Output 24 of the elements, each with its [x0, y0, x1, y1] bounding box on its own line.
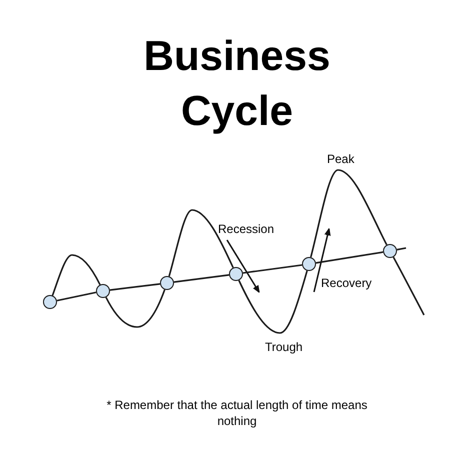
footnote: * Remember that the actual length of time means nothing — [106, 397, 368, 429]
point-marker — [96, 284, 110, 298]
trend-line — [110, 283, 160, 291]
trend-line — [56, 292, 96, 302]
point-marker — [383, 244, 397, 258]
trend-line — [396, 247, 406, 250]
trend-line — [174, 274, 230, 283]
wave-curve — [310, 169, 388, 258]
phase-label: Recovery — [321, 276, 372, 290]
point-marker — [160, 276, 174, 290]
phase-label: Peak — [327, 152, 354, 166]
phase-label: Trough — [265, 340, 303, 354]
phase-label: Recession — [218, 222, 274, 236]
point-marker — [229, 267, 243, 281]
wave-curve — [52, 254, 101, 296]
trend-line — [316, 251, 384, 264]
point-marker — [302, 257, 316, 271]
wave-curve — [392, 256, 425, 316]
wave-curve — [105, 289, 166, 328]
wave-curve — [238, 270, 308, 334]
trend-line — [242, 264, 302, 274]
diagram-title: Business Cycle — [142, 31, 332, 136]
point-marker — [43, 295, 57, 309]
wave-curve — [168, 209, 234, 277]
